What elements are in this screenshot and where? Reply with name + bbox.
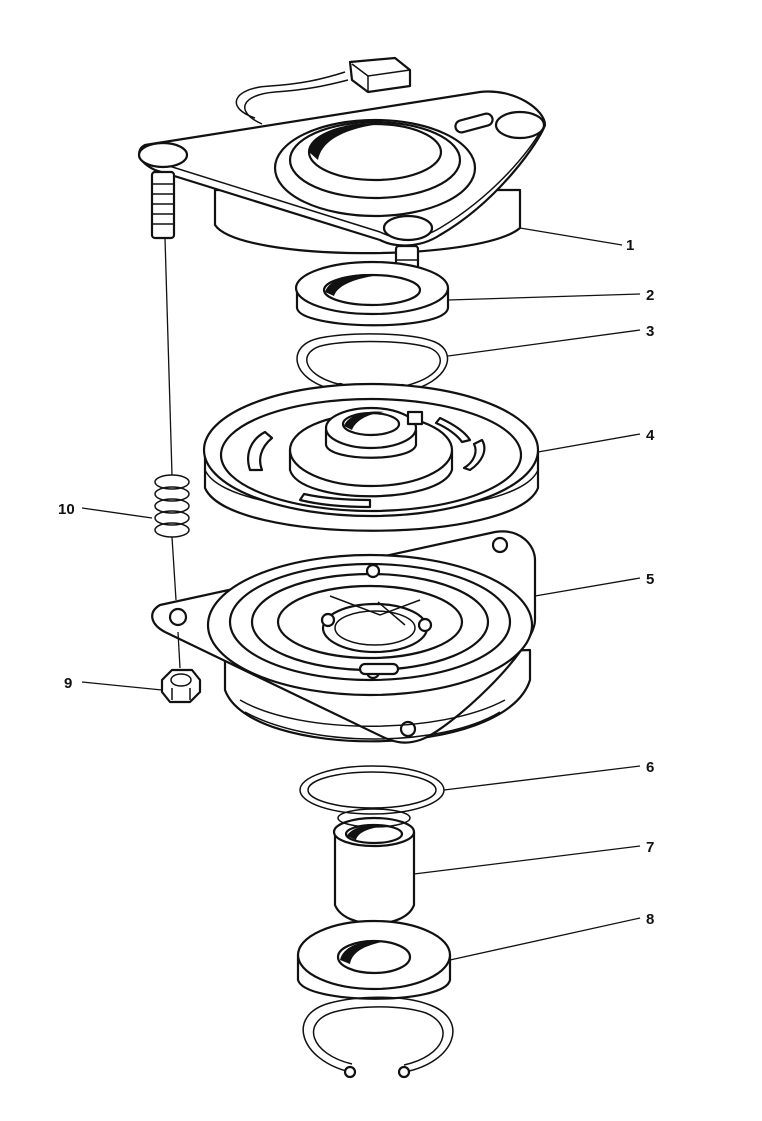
- callout-5: 5: [646, 571, 654, 588]
- callout-8: 8: [646, 911, 654, 928]
- leader-10: [81, 507, 153, 519]
- callout-3: 3: [646, 323, 654, 340]
- callout-10: 10: [58, 501, 75, 518]
- leader-4: [537, 433, 641, 453]
- leader-5: [534, 577, 641, 597]
- callout-labels: 1 2 3 4 5 6 7 8 9 10: [58, 237, 655, 928]
- callout-4: 4: [646, 427, 655, 444]
- part-5-field-plate: [151, 530, 537, 744]
- bottom-snap-ring: [302, 996, 454, 1079]
- part-4-rotor: [202, 382, 540, 532]
- leader-2: [447, 293, 641, 301]
- leader-6: [443, 765, 641, 791]
- leader-3: [447, 329, 641, 357]
- part-10-spring: [154, 237, 190, 669]
- part-8-bearing: [296, 919, 452, 1000]
- callout-1: 1: [626, 237, 634, 254]
- part-6-snap-ring: [299, 765, 445, 815]
- leader-7: [413, 845, 641, 875]
- connector-plug: [348, 56, 412, 94]
- wire: [235, 71, 346, 119]
- part-1-mounting-plate: [137, 56, 547, 320]
- leader-lines: [81, 227, 641, 961]
- callout-2: 2: [646, 287, 654, 304]
- part-2-bearing: [294, 260, 450, 327]
- part-7-sleeve: [332, 808, 416, 925]
- callout-9: 9: [64, 675, 72, 692]
- leader-9: [81, 681, 163, 691]
- callout-6: 6: [646, 759, 654, 776]
- leader-1: [519, 227, 623, 246]
- wire-2: [244, 79, 349, 125]
- stud-left: [150, 170, 176, 240]
- callout-7: 7: [646, 839, 654, 856]
- part-9-nut: [160, 668, 202, 704]
- leader-8: [449, 917, 641, 961]
